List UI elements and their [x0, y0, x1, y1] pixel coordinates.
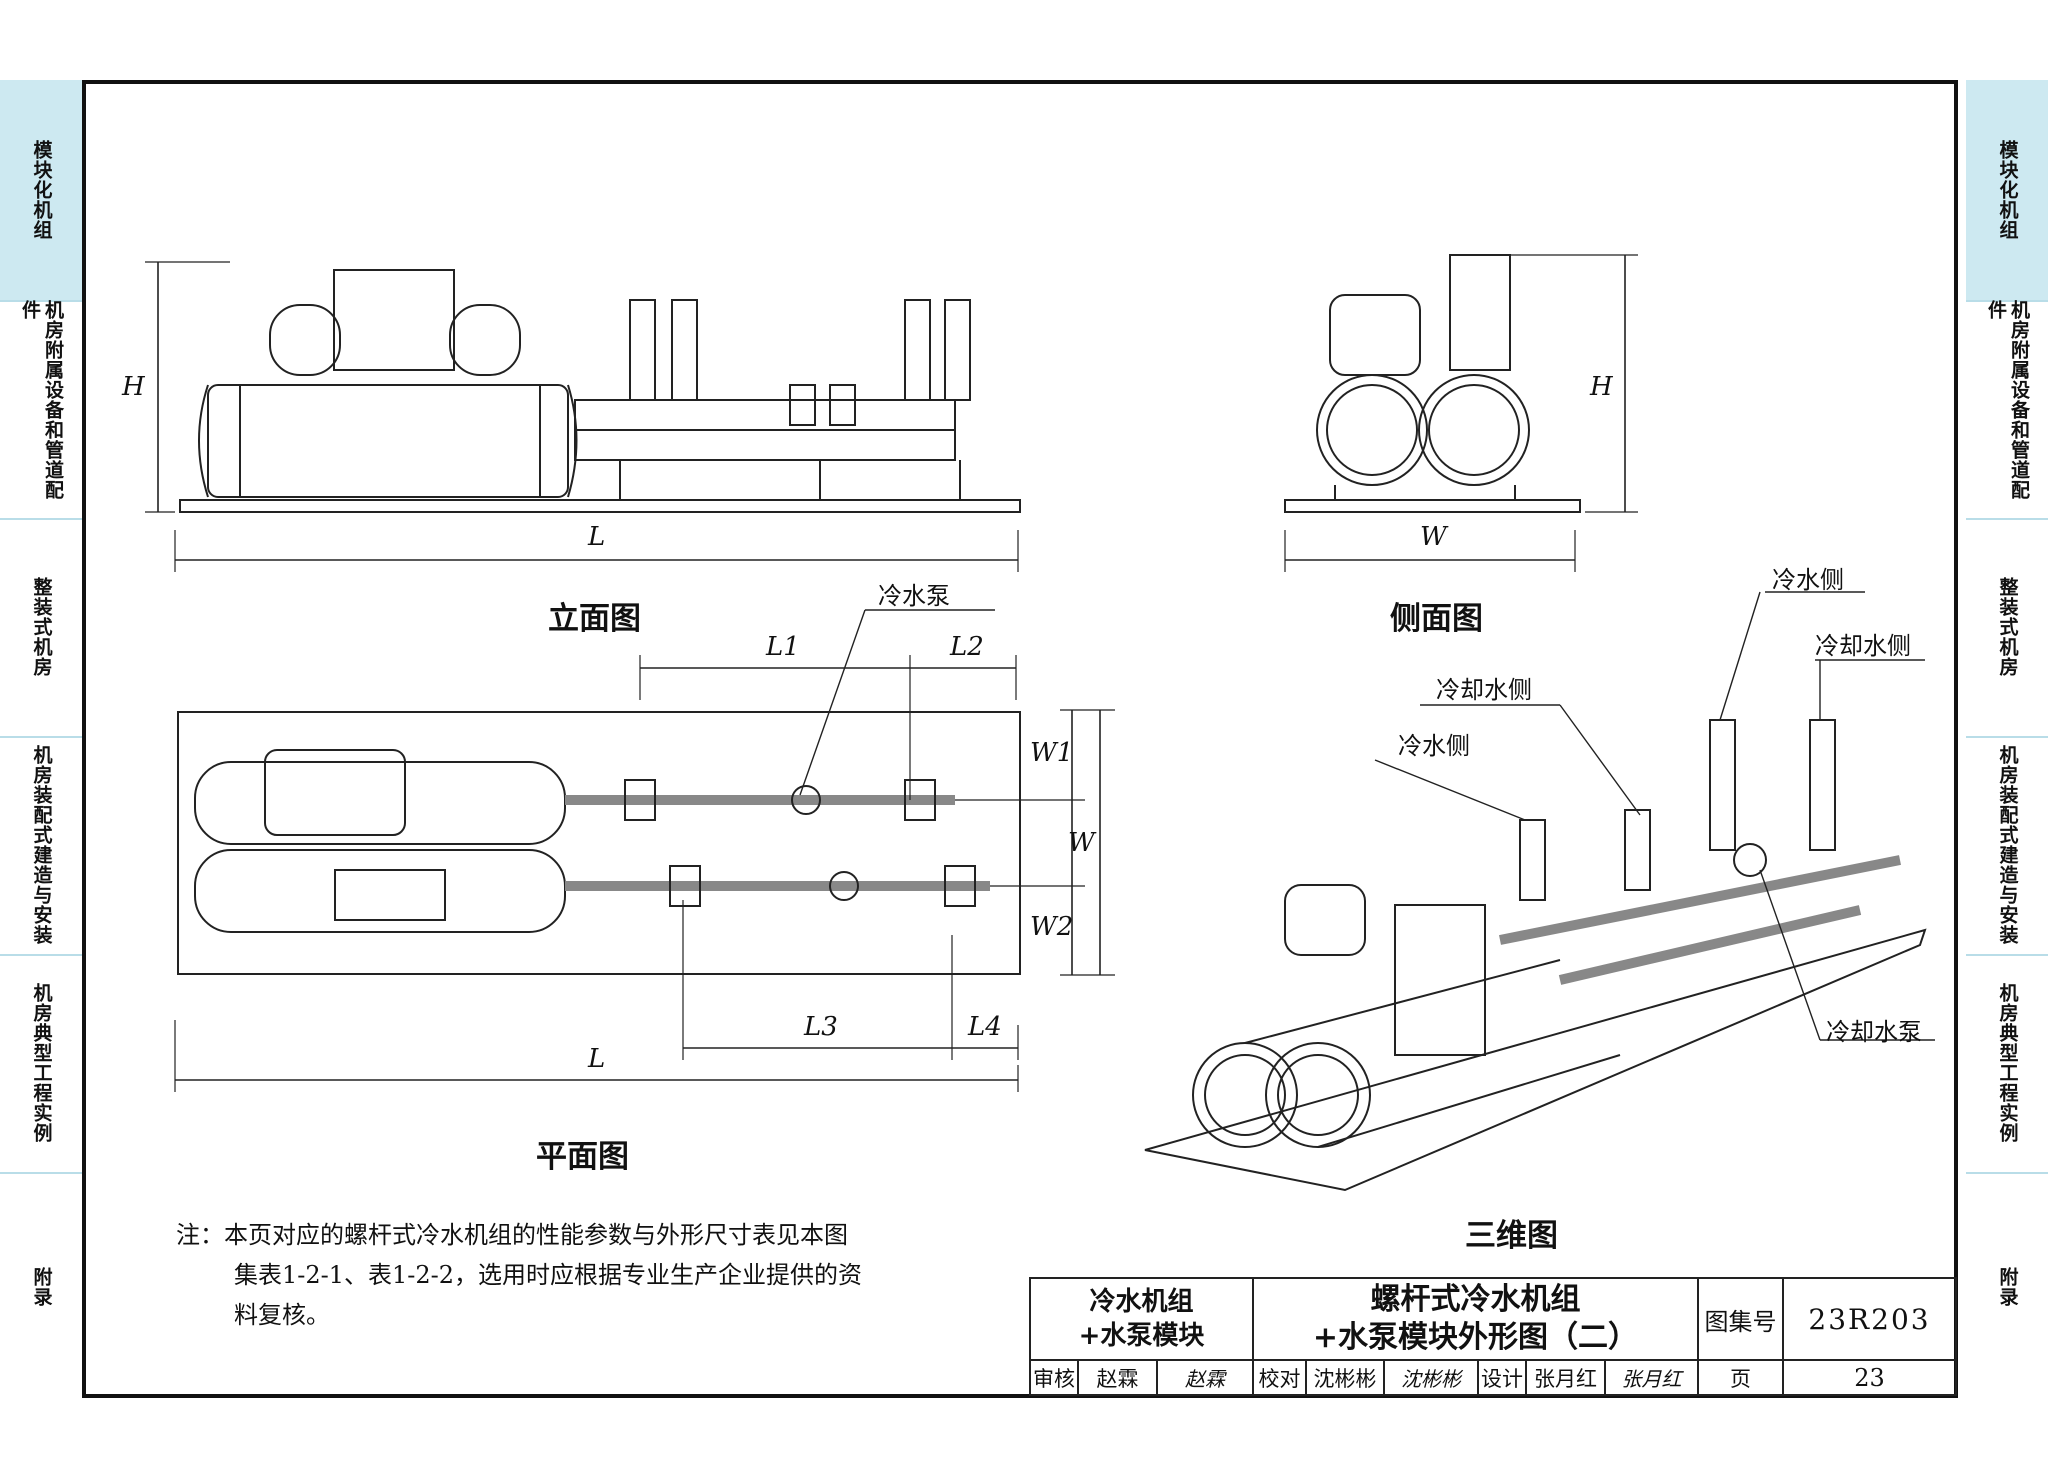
tb-title: 螺杆式冷水机组 +水泵模块外形图（二） [1312, 1282, 1639, 1355]
tb-design-signature: 张月红 [1621, 1367, 1682, 1391]
tb-design-name: 张月红 [1534, 1366, 1597, 1391]
side-tab-prefab-install[interactable]: 机房装配式建造与安装 [0, 736, 82, 956]
tb-check-name: 沈彬彬 [1313, 1366, 1377, 1391]
elevation-length-label: L [588, 522, 606, 552]
plan-w1-label: W1 [1030, 738, 1074, 768]
note-block: 注：本页对应的螺杆式冷水机组的性能参数与外形尺寸表见本图 集表1-2-1、表1-… [176, 1215, 966, 1335]
side-tab-cases[interactable]: 机房典型工程实例 [0, 954, 82, 1174]
elevation-view [145, 261, 1021, 572]
tb-page-no: 23 [1854, 1363, 1885, 1392]
plan-l-label: L [588, 1044, 606, 1074]
iso-title: 三维图 [1465, 1218, 1558, 1254]
side-tab-accessories-right[interactable]: 机房附属设备和管道配件 [1966, 300, 2048, 520]
side-tab-packaged-room[interactable]: 整装式机房 [0, 518, 82, 738]
plan-w2-label: W2 [1030, 912, 1074, 942]
side-tab-modular-right[interactable]: 模块化机组 [1966, 80, 2048, 302]
plan-l3-label: L3 [804, 1012, 838, 1042]
side-height-label: H [1590, 372, 1613, 402]
side-width-label: W [1420, 522, 1447, 552]
drawing-frame [82, 80, 1958, 1398]
side-tab-accessories[interactable]: 机房附属设备和管道配件 [0, 300, 82, 520]
tb-atlas-label: 图集号 [1704, 1307, 1777, 1336]
plan-title: 平面图 [536, 1139, 629, 1175]
callout-cooling-pump: 冷却水泵 [1826, 1018, 1922, 1046]
callout-chilled-pump: 冷水泵 [878, 582, 950, 610]
tb-atlas-no: 23R203 [1808, 1302, 1931, 1336]
side-tab-packaged-room-right[interactable]: 整装式机房 [1966, 518, 2048, 738]
tb-check-label: 校对 [1258, 1366, 1301, 1391]
note-line-1: 注：本页对应的螺杆式冷水机组的性能参数与外形尺寸表见本图 [176, 1221, 848, 1249]
title-block-grid [1029, 1277, 1957, 1396]
title-block: 冷水机组 +水泵模块 螺杆式冷水机组 +水泵模块外形图（二） 图集号 23R20… [1030, 1278, 1956, 1395]
side-tab-modular[interactable]: 模块化机组 [0, 80, 82, 302]
plan-l1-label: L1 [766, 632, 800, 662]
elevation-height-label: H [122, 372, 145, 402]
side-view [1284, 254, 1638, 572]
tb-review-signature: 赵霖 [1185, 1367, 1225, 1391]
plan-l2-label: L2 [950, 632, 984, 662]
plan-view [174, 609, 1115, 1092]
side-view-title: 侧面图 [1390, 601, 1483, 637]
tb-design-label: 设计 [1481, 1366, 1523, 1391]
callout-cooling-side-2: 冷却水侧 [1815, 632, 1911, 660]
callout-chilled-side-1: 冷水侧 [1398, 732, 1470, 760]
tb-check-signature: 沈彬彬 [1401, 1367, 1461, 1391]
note-line-2: 集表1-2-1、表1-2-2，选用时应根据专业生产企业提供的资 [234, 1261, 863, 1289]
plan-l4-label: L4 [968, 1012, 1002, 1042]
tb-page-label: 页 [1730, 1366, 1751, 1391]
tb-review-label: 审核 [1033, 1366, 1075, 1391]
side-tab-prefab-install-right[interactable]: 机房装配式建造与安装 [1966, 736, 2048, 956]
elevation-title: 立面图 [548, 601, 641, 637]
side-tab-cases-right[interactable]: 机房典型工程实例 [1966, 954, 2048, 1174]
callout-cooling-side-1: 冷却水侧 [1436, 676, 1532, 704]
tb-review-name: 赵霖 [1096, 1366, 1139, 1391]
tb-category: 冷水机组 +水泵模块 [1078, 1287, 1205, 1351]
side-tab-appendix-right[interactable]: 附录 [1996, 1267, 2019, 1307]
plan-w-label: W [1068, 828, 1095, 858]
note-line-3: 料复核。 [234, 1301, 330, 1329]
iso-view [1144, 591, 1935, 1192]
callout-chilled-side-2: 冷水侧 [1772, 566, 1844, 594]
side-tab-appendix[interactable]: 附录 [30, 1267, 53, 1307]
